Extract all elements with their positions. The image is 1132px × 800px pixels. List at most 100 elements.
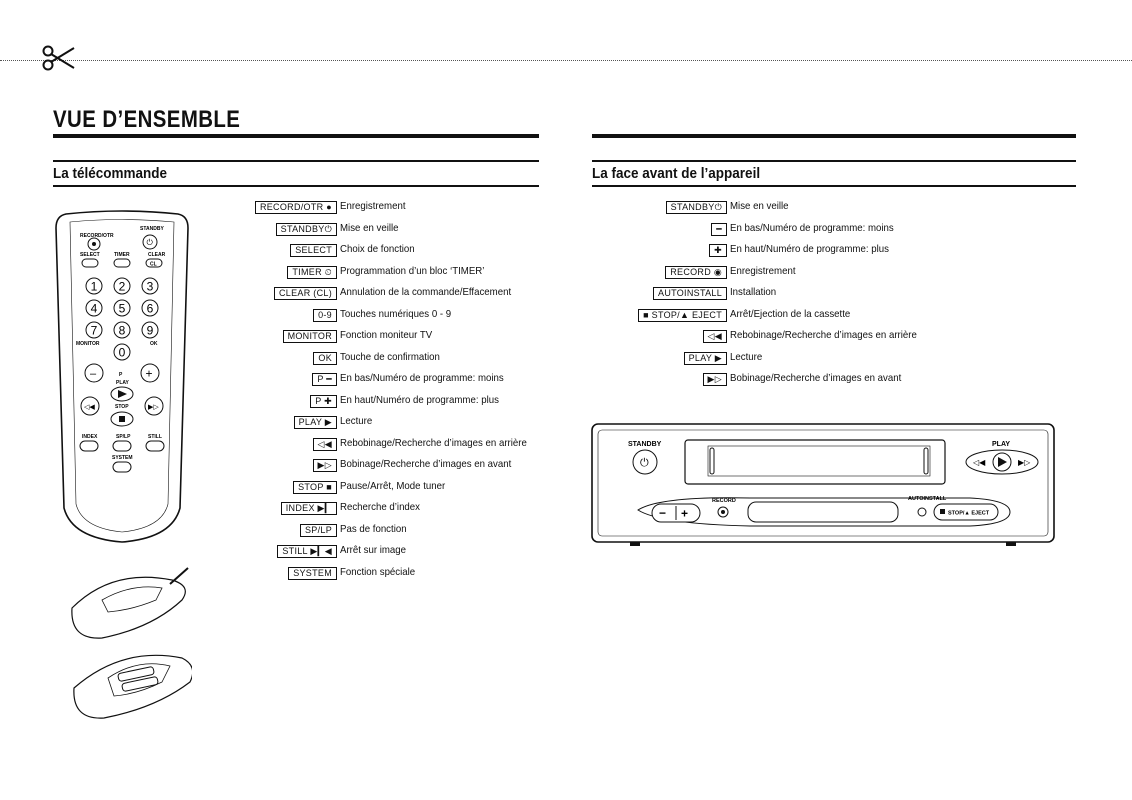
battery-insertion-illustration (71, 567, 192, 719)
remote-legend-key-label: SP/LP (299, 523, 337, 537)
remote-monitor-label: MONITOR (76, 341, 100, 347)
remote-digit-key[interactable] (113, 343, 131, 361)
page-title: VUE D’ENSEMBLE (53, 106, 241, 133)
right-section-rule-top (592, 160, 1076, 162)
remote-legend-description: Choix de fonction (340, 243, 415, 255)
remote-p-minus-button[interactable] (84, 363, 104, 383)
remote-select-label: SELECT (80, 252, 100, 258)
remote-digit-key[interactable] (85, 277, 103, 295)
remote-select-button[interactable] (81, 258, 99, 268)
remote-digit-label: 8 (119, 324, 126, 338)
remote-legend-row: STILL ▶▎◀Arrêt sur image (0, 543, 406, 561)
remote-digit-key[interactable] (113, 277, 131, 295)
remote-standby-label: STANDBY (140, 226, 164, 232)
minus-icon: – (90, 368, 97, 380)
remote-legend-key-label: ▶▷ (312, 459, 337, 472)
vcr-autoinstall-label: AUTOINSTALL (908, 496, 947, 502)
remote-digit-label: 4 (91, 302, 98, 316)
remote-digit-key[interactable] (85, 321, 103, 339)
front-panel-legend-key-label: STANDBY⏻ (665, 201, 727, 214)
remote-legend-key-label: RECORD/OTR ● (254, 201, 337, 214)
remote-legend-description: Programmation d’un bloc ‘TIMER’ (340, 264, 485, 277)
remote-digit-key[interactable] (141, 299, 159, 317)
remote-digit-key[interactable] (85, 299, 103, 317)
remote-legend-key-label: MONITOR (282, 330, 337, 343)
remote-legend-row: STANDBY⏻Mise en veille (0, 221, 399, 239)
remote-digit-key[interactable] (113, 321, 131, 339)
front-panel-legend-description: Bobinage/Recherche d’images en avant (730, 372, 902, 384)
power-icon: ⏻ (147, 238, 154, 247)
front-panel-legend-description: Lecture (730, 350, 763, 363)
remote-digit-label: 9 (147, 324, 154, 338)
remote-timer-button[interactable] (113, 258, 131, 268)
remote-still-button[interactable] (145, 440, 165, 452)
remote-legend-description: Arrêt sur image (340, 544, 407, 556)
record-dot-icon (721, 510, 725, 514)
remote-digit-label: 6 (147, 302, 154, 316)
remote-index-button[interactable] (79, 440, 99, 452)
remote-legend-key-label: TIMER ⏲ (287, 265, 337, 279)
remote-play-label: PLAY (116, 380, 130, 386)
front-panel-legend-key-label: ━ (711, 222, 727, 236)
front-panel-legend-description: En bas/Numéro de programme: moins (730, 221, 894, 234)
remote-rewind-button[interactable] (80, 396, 100, 416)
front-panel-legend-description: Installation (730, 286, 777, 298)
remote-forward-button[interactable] (144, 396, 164, 416)
vcr-stop-eject-button[interactable] (933, 503, 999, 521)
remote-legend-key-label: STANDBY⏻ (275, 222, 337, 236)
remote-legend-row: P ✚En haut/Numéro de programme: plus (0, 393, 499, 411)
front-panel-legend-row: ✚En haut/Numéro de programme: plus (0, 242, 889, 260)
remote-legend-description: Annulation de la commande/Effacement (340, 286, 512, 298)
right-heading-rule (592, 134, 1076, 138)
remote-digit-label: 7 (91, 324, 98, 338)
remote-clear-button[interactable] (145, 258, 163, 268)
vcr-display-window (747, 501, 899, 523)
cassette-slot (684, 439, 946, 485)
vcr-record-label: RECORD (712, 498, 736, 504)
remote-legend-row: ▶▷Bobinage/Recherche d’images en avant (0, 457, 511, 475)
vcr-autoinstall-button[interactable] (917, 507, 927, 517)
remote-digit-key[interactable] (141, 321, 159, 339)
remote-digit-key[interactable] (113, 299, 131, 317)
remote-digit-key[interactable] (141, 277, 159, 295)
remote-legend-description: Recherche d’index (340, 501, 421, 513)
remote-p-plus-button[interactable] (140, 363, 160, 383)
plus-icon: + (146, 367, 153, 381)
front-panel-legend-row: ━En bas/Numéro de programme: moins (0, 221, 894, 239)
left-section-rule-bottom (53, 185, 539, 187)
front-panel-legend-key-label: PLAY ▶ (683, 351, 727, 365)
remote-legend-row: RECORD/OTR ●Enregistrement (0, 199, 406, 217)
remote-ok-label: OK (150, 341, 158, 347)
remote-system-button[interactable] (112, 461, 132, 473)
remote-sp-lp-button[interactable] (112, 440, 132, 452)
remote-digit-label: 3 (147, 280, 154, 294)
remote-legend-key-label: CLEAR (CL) (273, 287, 337, 300)
remote-legend-description: Fonction moniteur TV (340, 329, 433, 341)
remote-control-illustration: RECORD/OTR STANDBY ⏻ SELECT TIMER CLEAR … (55, 210, 192, 719)
vcr-stop-eject-label: STOP/▲ EJECT (948, 511, 990, 517)
power-icon: ⏻ (640, 457, 649, 469)
vcr-standby-button[interactable] (632, 449, 658, 475)
remote-legend-key-label: 0-9 (313, 308, 337, 322)
remote-legend-description: Rebobinage/Recherche d’images en arrière (340, 436, 527, 449)
front-panel-legend-key-label: ■ STOP/▲ EJECT (638, 308, 727, 322)
remote-standby-button[interactable] (142, 234, 158, 250)
remote-legend-key-label: SELECT (290, 244, 337, 257)
remote-legend-description: Lecture (340, 415, 373, 427)
remote-legend-description: Fonction spéciale (340, 565, 416, 578)
remote-legend-key-label: SYSTEM (288, 566, 337, 580)
remote-legend-description: En haut/Numéro de programme: plus (340, 393, 499, 406)
rewind-icon: ◁◀ (973, 458, 986, 467)
vcr-play-label: PLAY (992, 441, 1010, 448)
left-section-rule-top (53, 160, 539, 162)
forward-icon: ▶▷ (1018, 458, 1031, 467)
front-panel-legend-key-label: AUTOINSTALL (653, 287, 727, 300)
front-panel-legend-row: STANDBY⏻Mise en veille (0, 199, 789, 217)
remote-sp-lp-label: SP/LP (116, 434, 131, 440)
section-title-remote: La télécommande (53, 165, 168, 182)
